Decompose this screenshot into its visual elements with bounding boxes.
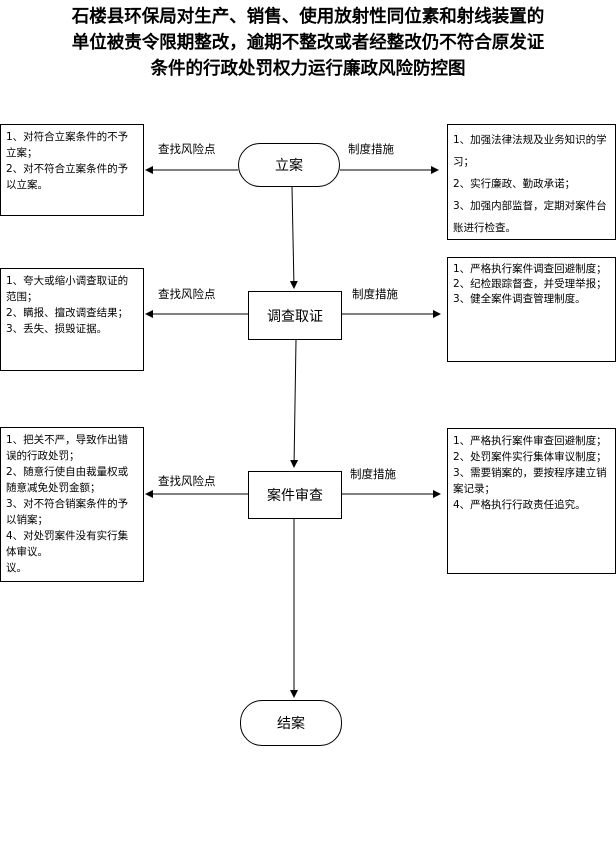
- measure-item: 4、严格执行行政责任追究。: [453, 499, 586, 511]
- risk-item: 2、对不符合立案条件的予以立案。: [6, 163, 129, 191]
- label-risk-3: 查找风险点: [158, 474, 216, 488]
- measure-box-review: 1、严格执行案件审查回避制度； 2、处罚案件实行集体审议制度； 3、需要销案的，…: [447, 428, 616, 574]
- measure-item: 1、加强法律法规及业务知识的学习；: [453, 134, 607, 168]
- risk-box-review: 1、把关不严，导致作出错误的行政处罚； 2、随意行使自由裁量权或随意减免处罚金额…: [0, 427, 144, 582]
- measure-item: 1、严格执行案件调查回避制度；: [453, 263, 607, 275]
- measure-item: 3、健全案件调查管理制度。: [453, 293, 586, 305]
- risk-item: 1、把关不严，导致作出错误的行政处罚；: [6, 434, 129, 462]
- risk-box-start: 1、对符合立案条件的不予立案； 2、对不符合立案条件的予以立案。: [0, 124, 144, 216]
- risk-item: 2、随意行使自由裁量权或随意减免处罚金额；: [6, 466, 129, 494]
- label-risk-1: 查找风险点: [158, 142, 216, 156]
- title-line-3: 条件的行政处罚权力运行廉政风险防控图: [150, 59, 466, 79]
- risk-item: 3、对不符合销案条件的予以销案；: [6, 498, 129, 526]
- measure-box-start: 1、加强法律法规及业务知识的学习； 2、实行廉政、勤政承诺； 3、加强内部监督，…: [447, 124, 616, 240]
- label-measure-3: 制度措施: [350, 467, 396, 481]
- label-measure-2: 制度措施: [352, 287, 398, 301]
- risk-item: 议。: [6, 562, 27, 574]
- title-line-1: 石楼县环保局对生产、销售、使用放射性同位素和射线装置的: [71, 7, 545, 27]
- measure-item: 2、处罚案件实行集体审议制度；: [453, 451, 607, 463]
- risk-item: 1、对符合立案条件的不予立案；: [6, 131, 129, 159]
- measure-item: 3、需要销案的，要按程序建立销案记录；: [453, 467, 607, 495]
- measure-box-investigate: 1、严格执行案件调查回避制度； 2、纪检跟踪督查，并受理举报； 3、健全案件调查…: [447, 257, 616, 362]
- node-review: 案件审查: [248, 471, 342, 519]
- node-start: 立案: [238, 143, 340, 187]
- node-investigate: 调查取证: [248, 291, 342, 340]
- risk-item: 2、瞒报、擅改调查结果；: [6, 307, 129, 319]
- arrow-start-to-investigate: [289, 186, 298, 289]
- measure-item: 2、实行廉政、勤政承诺；: [453, 178, 576, 190]
- label-measure-1: 制度措施: [348, 142, 394, 156]
- measure-item: 2、纪检跟踪督查，并受理举报；: [453, 278, 607, 290]
- node-end: 结案: [240, 700, 342, 746]
- measure-item: 3、加强内部监督，定期对案件台账进行检查。: [453, 200, 607, 234]
- label-risk-2: 查找风险点: [158, 287, 216, 301]
- diagram-title: 石楼县环保局对生产、销售、使用放射性同位素和射线装置的 单位被责令限期整改，逾期…: [0, 4, 616, 82]
- risk-box-investigate: 1、夸大或缩小调查取证的范围； 2、瞒报、擅改调查结果； 3、丢失、损毁证据。: [0, 268, 144, 371]
- arrow-investigate-to-review: [290, 339, 299, 468]
- risk-item: 4、对处罚案件没有实行集体审议。: [6, 530, 129, 558]
- title-line-2: 单位被责令限期整改，逾期不整改或者经整改仍不符合原发证: [71, 33, 545, 53]
- risk-item: 3、丢失、损毁证据。: [6, 323, 108, 335]
- measure-item: 1、严格执行案件审查回避制度；: [453, 435, 607, 447]
- risk-item: 1、夸大或缩小调查取证的范围；: [6, 275, 129, 303]
